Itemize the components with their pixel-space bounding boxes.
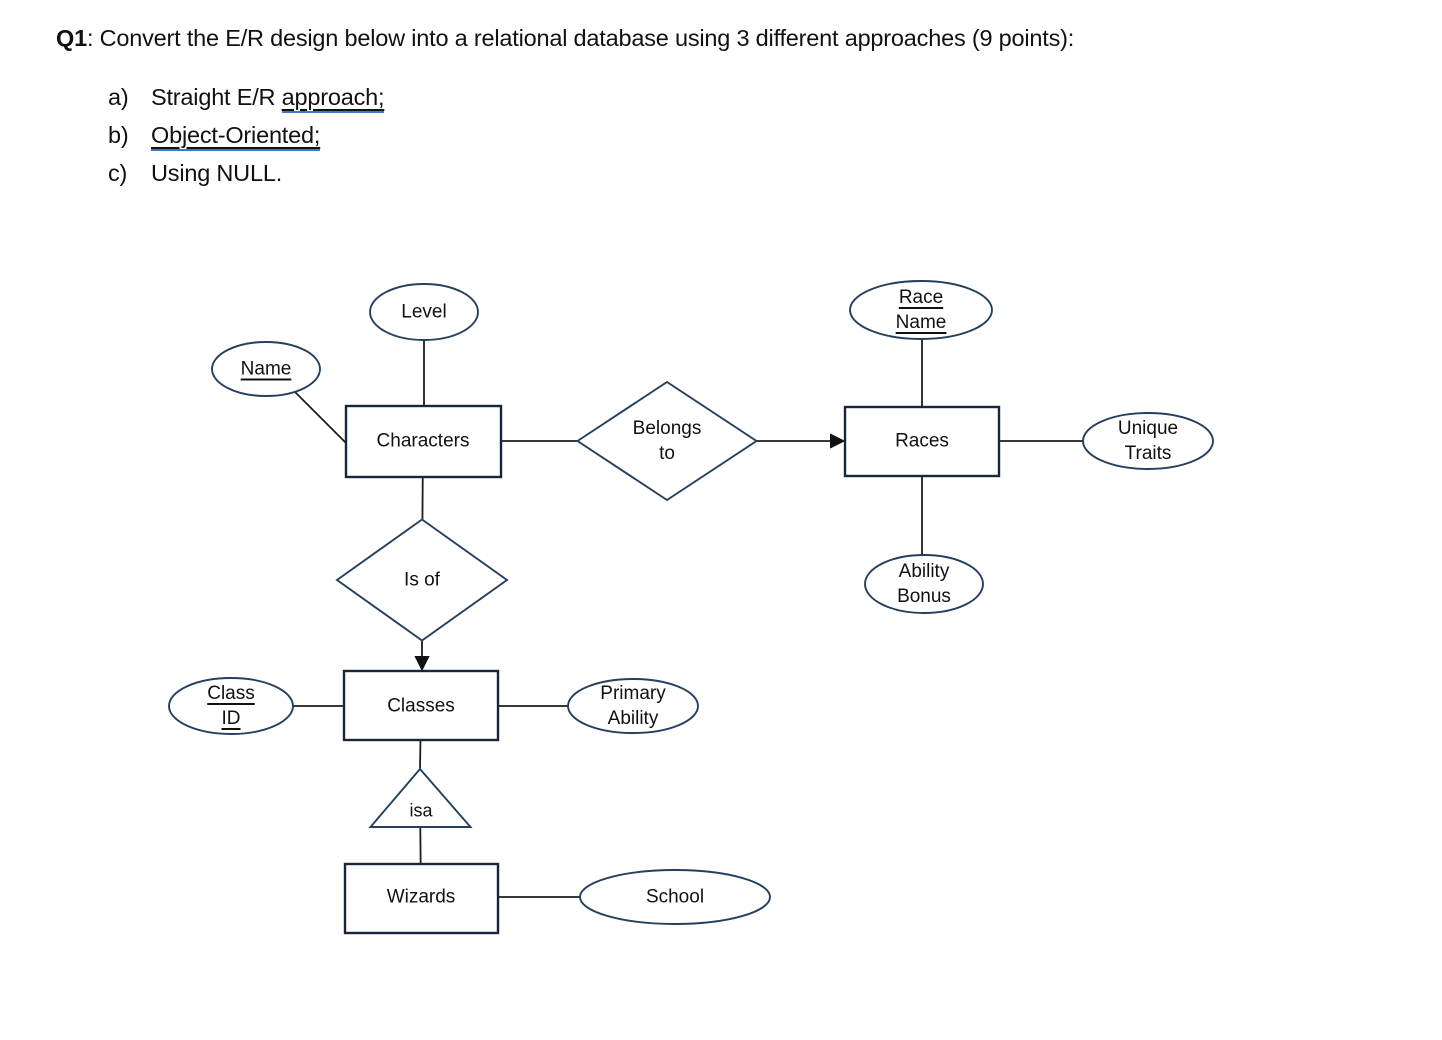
attribute-primary-ability-line2: Ability <box>607 708 659 729</box>
attribute-level-label: Level <box>401 300 446 325</box>
attribute-primary-ability-shape <box>567 678 699 734</box>
attribute-class-id-line2: ID <box>221 708 241 729</box>
attribute-school-text: School <box>645 886 705 908</box>
list-item-a: a) Straight E/R approach; <box>108 84 385 122</box>
attribute-unique-traits-label: Unique Traits <box>1118 416 1178 466</box>
isa-label: isa <box>409 799 432 824</box>
entity-wizards-shape <box>343 862 500 935</box>
relationship-is-of-text: Is of <box>404 569 440 591</box>
attribute-level-shape <box>369 283 479 341</box>
relationship-belongs-to-line1: Belongs <box>632 418 702 439</box>
entity-wizards-label: Wizards <box>387 885 456 910</box>
connector-name-characters <box>291 388 347 444</box>
relationship-belongs-to-line2: to <box>659 443 675 464</box>
list-text-a-underlined: approach; <box>281 84 385 113</box>
entity-characters-shape <box>344 404 503 479</box>
attribute-primary-ability-label: Primary Ability <box>600 681 665 731</box>
list-item-c: c) Using NULL. <box>108 160 384 198</box>
attribute-ability-bonus-shape <box>864 554 984 614</box>
entity-races-label: Races <box>895 429 949 454</box>
list-marker-a: a) <box>108 84 129 110</box>
attribute-name-text: Name <box>240 358 292 380</box>
list-text-a-plain: Straight E/R <box>151 84 282 110</box>
relationship-belongs-to-shape <box>575 380 759 502</box>
relationship-is-of-label: Is of <box>404 568 440 593</box>
relationship-belongs-to-label: Belongs to <box>633 416 702 466</box>
entity-wizards-text: Wizards <box>386 886 456 908</box>
list-text-c-plain: Using NULL. <box>151 160 283 186</box>
attribute-ability-bonus-line2: Bonus <box>897 586 951 607</box>
attribute-race-name-label: Race Name <box>896 285 947 335</box>
attribute-unique-traits-shape <box>1082 412 1214 470</box>
isa-triangle-shape <box>368 767 473 828</box>
entity-races-text: Races <box>895 430 949 452</box>
attribute-level-text: Level <box>401 301 447 323</box>
attribute-school-shape <box>579 869 771 925</box>
list-text-b-underlined: Object-Oriented; <box>151 122 320 151</box>
question-title: Q1: Convert the E/R design below into a … <box>56 23 1074 53</box>
attribute-class-id-shape <box>168 677 294 735</box>
attribute-race-name-line2: Name <box>895 312 947 333</box>
list-marker-c: c) <box>108 160 128 186</box>
attribute-unique-traits-line2: Traits <box>1124 443 1172 464</box>
attribute-class-id-line1: Class <box>207 683 255 704</box>
isa-text: isa <box>409 800 433 821</box>
attribute-race-name-line1: Race <box>898 287 944 308</box>
approach-list: a) Straight E/R approach; b) Object-Orie… <box>108 84 385 198</box>
attribute-school-label: School <box>646 885 704 910</box>
list-text-c: Using NULL. <box>151 160 282 187</box>
entity-classes-text: Classes <box>387 695 455 717</box>
list-marker-b: b) <box>108 122 129 148</box>
attribute-unique-traits-line1: Unique <box>1117 418 1179 439</box>
attribute-name-label: Name <box>241 357 292 382</box>
list-text-b: Object-Oriented; <box>151 122 320 151</box>
entity-classes-label: Classes <box>387 694 455 719</box>
question-number: Q1 <box>56 25 87 51</box>
question-text: : Convert the E/R design below into a re… <box>86 25 1075 51</box>
attribute-ability-bonus-line1: Ability <box>898 561 950 582</box>
attribute-race-name-shape <box>849 280 993 340</box>
attribute-name-shape <box>211 341 321 397</box>
list-item-b: b) Object-Oriented; <box>108 122 384 160</box>
entity-characters-text: Characters <box>376 430 470 452</box>
entity-characters-label: Characters <box>377 429 470 454</box>
attribute-primary-ability-line1: Primary <box>600 683 666 704</box>
entity-races-shape <box>843 405 1001 478</box>
entity-classes-shape <box>342 669 500 742</box>
list-text-a: Straight E/R approach; <box>151 84 385 113</box>
attribute-ability-bonus-label: Ability Bonus <box>897 559 951 609</box>
relationship-is-of-shape <box>335 518 509 642</box>
attribute-class-id-label: Class ID <box>207 681 255 731</box>
